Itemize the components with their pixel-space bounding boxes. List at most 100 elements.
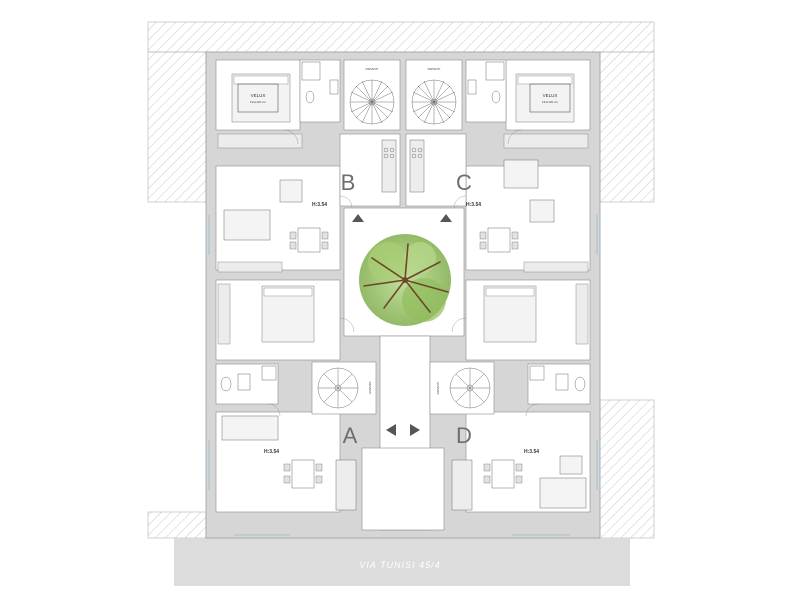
chair-b-4: [321, 241, 329, 250]
unit-label-b: B: [341, 170, 356, 195]
toilet-c: [491, 90, 501, 104]
door-c-bedroom: [507, 129, 523, 145]
wardrobe-c: [503, 133, 589, 149]
skylight-right: VELUX 134x120 cm: [529, 83, 571, 113]
door-a-bedroom: [339, 317, 355, 333]
chair-c-4: [511, 241, 519, 250]
height-label-c: H:3.54: [466, 202, 481, 208]
arrow-up-right-icon: [440, 214, 452, 222]
chair-a-2: [283, 475, 291, 484]
spiral-stair-top-right: [411, 79, 457, 125]
tree-branches: [363, 243, 449, 313]
arrow-right-icon: [410, 424, 420, 436]
shower-b: [301, 61, 321, 81]
hob-b-1: [383, 147, 389, 153]
skylight-left-sub: 134x120 cm: [250, 100, 267, 104]
height-label-d: H:3.54: [524, 449, 539, 455]
spiral-stair-bottom-left: [317, 367, 359, 409]
tree-canopy-4: [404, 242, 436, 274]
armchair-d: [559, 455, 583, 475]
hob-c-2: [417, 147, 423, 153]
wardrobe-d: [575, 283, 589, 345]
skylight-left-label: VELUX: [251, 93, 266, 98]
arrow-up-left-icon: [352, 214, 364, 222]
neighbour-bottom-right: [599, 399, 655, 539]
tree-trunk: [402, 277, 408, 283]
street-band: [174, 538, 630, 586]
hob-c-4: [417, 153, 423, 159]
tree-canopy-2: [368, 242, 408, 282]
hob-c-1: [411, 147, 417, 153]
spiral-stair-bottom-right: [449, 367, 491, 409]
neighbour-right: [599, 51, 655, 203]
stair-bottom-left-label: RIPIANTI: [368, 382, 372, 395]
armchair-c: [529, 199, 555, 223]
pillow-c: [517, 75, 573, 85]
sink-a: [237, 373, 251, 391]
sofa-d: [539, 477, 587, 509]
entrance-hall: [361, 447, 445, 531]
kitchen-counter-d: [451, 459, 473, 511]
sofa-a: [221, 415, 279, 441]
chair-c-1: [479, 231, 487, 240]
neighbour-left: [147, 51, 207, 203]
chair-a-1: [283, 463, 291, 472]
neighbour-bottom-left: [147, 511, 207, 539]
neighbour-top: [147, 21, 655, 53]
hob-c-3: [411, 153, 417, 159]
dining-table-c: [487, 227, 511, 253]
hob-b-2: [389, 147, 395, 153]
arrow-left-icon: [386, 424, 396, 436]
sink-b: [329, 79, 339, 95]
sofa-c: [503, 159, 539, 189]
spiral-stair-top-left: [349, 79, 395, 125]
door-c-living: [453, 195, 467, 209]
courtyard-tree: [359, 234, 451, 326]
kitchen-counter-c: [409, 139, 425, 193]
skylight-right-frame: [529, 83, 571, 113]
door-d-bath: [525, 403, 539, 417]
sofa-b: [223, 209, 271, 241]
neighbour-buildings: [147, 21, 655, 539]
stair-bottom-right-label: RIPIANTI: [436, 382, 440, 395]
stair-top-left-label: RIPIANTI: [366, 67, 379, 71]
unit-label-a: A: [343, 423, 358, 448]
door-b-living: [339, 195, 353, 209]
chair-b-3: [321, 231, 329, 240]
unit-label-c: C: [456, 170, 472, 195]
chair-c-2: [479, 241, 487, 250]
sink-d: [555, 373, 569, 391]
dining-table-b: [297, 227, 321, 253]
chair-b-2: [289, 241, 297, 250]
chair-d-1: [483, 463, 491, 472]
stair-top-right-label: RIPIANTI: [428, 67, 441, 71]
height-label-b: H:3.54: [312, 202, 327, 208]
toilet-a: [220, 376, 232, 392]
shower-a: [261, 365, 277, 381]
door-d-bedroom: [451, 317, 467, 333]
skylight-right-label: VELUX: [543, 93, 558, 98]
pillow-d: [485, 287, 535, 297]
skylight-right-sub: 134x120 cm: [542, 100, 559, 104]
skylight-left-frame: [237, 83, 279, 113]
wardrobe-c-living: [523, 261, 589, 273]
shower-d: [529, 365, 545, 381]
height-label-a: H:3.54: [264, 449, 279, 455]
entrance-arrows: [352, 214, 452, 436]
wardrobe-b-living: [217, 261, 283, 273]
skylight-left: VELUX 134x120 cm: [237, 83, 279, 113]
armchair-b: [279, 179, 303, 203]
hob-b-4: [389, 153, 395, 159]
dining-table-d: [491, 459, 515, 489]
chair-a-3: [315, 463, 323, 472]
chair-a-4: [315, 475, 323, 484]
sink-c: [467, 79, 477, 95]
chair-d-4: [515, 475, 523, 484]
shower-c: [485, 61, 505, 81]
pillow-b: [233, 75, 289, 85]
door-b-bedroom: [283, 129, 299, 145]
door-a-bath: [267, 403, 281, 417]
kitchen-counter-a: [335, 459, 357, 511]
wardrobe-b: [217, 133, 303, 149]
